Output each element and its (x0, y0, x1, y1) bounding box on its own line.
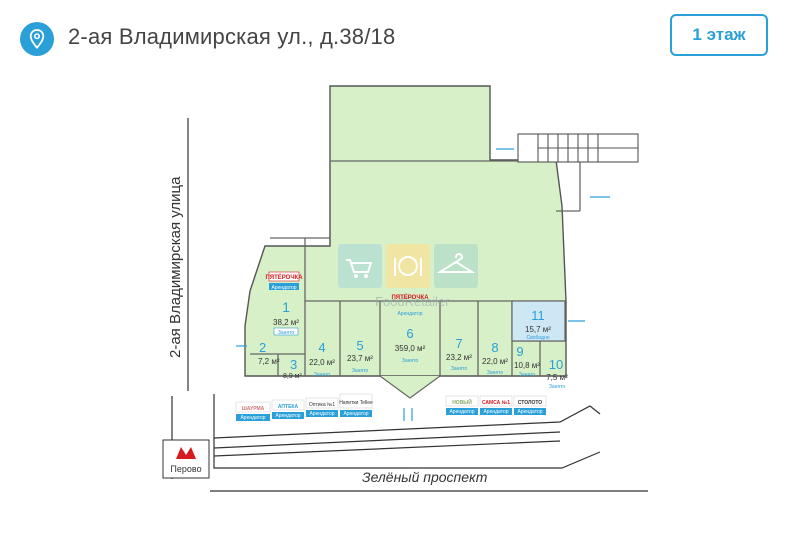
room-11-area[interactable] (511, 300, 566, 342)
metro-station-name: Перово (170, 464, 201, 474)
room-9-status: Занято (519, 372, 536, 378)
tenant-4-tag: Арендатор (449, 409, 474, 415)
room-10-status: Занято (549, 384, 566, 390)
room-8-status: Занято (487, 370, 504, 376)
room-6-brand-tag: Арендатор (397, 311, 422, 317)
tenant-5[interactable]: САМСА №1 Арендатор (479, 395, 513, 415)
tenant-3[interactable]: Напитки Tellee Арендатор (339, 393, 373, 417)
floor-plan: FoodRetailer ПЯТЁРОЧКА Арендатор 1 38,2 … (0, 76, 795, 528)
room-3[interactable]: 3 8,9 м² (283, 357, 302, 380)
food-plate-icon (386, 244, 430, 288)
room-2-number: 2 (259, 340, 266, 355)
room-7-number: 7 (455, 336, 462, 351)
room-10[interactable]: 10 7,5 м² Занято (546, 357, 568, 390)
location-pin-icon (20, 22, 54, 56)
room-1-number: 1 (282, 299, 290, 315)
room-11-area: 15,7 м² (525, 325, 551, 334)
stairs (517, 133, 639, 163)
tenant-2-tag: Арендатор (309, 411, 334, 417)
room-8[interactable]: 8 22,0 м² Занято (482, 340, 508, 376)
tenant-6-name: СТОЛОТО (518, 400, 543, 406)
metro-badge[interactable]: Перово (162, 439, 210, 479)
tenant-1-tag: Арендатор (275, 413, 300, 419)
room-11-status: Свободно (527, 335, 550, 341)
entrance-arrows (236, 148, 610, 421)
tenant-2-name: Оптика №1 (309, 402, 336, 408)
room-1[interactable]: ПЯТЁРОЧКА Арендатор 1 38,2 м² Занято (265, 271, 303, 336)
room-6-brand: ПЯТЁРОЧКА (391, 294, 429, 301)
room-5-number: 5 (356, 338, 363, 353)
room-7-status: Занято (451, 366, 468, 372)
header: 2-ая Владимирская ул., д.38/18 1 этаж (0, 0, 795, 76)
tenant-3-tag: Арендатор (343, 411, 368, 417)
room-3-area: 8,9 м² (283, 373, 302, 380)
room-8-number: 8 (491, 340, 498, 355)
watermark: FoodRetailer (375, 294, 450, 309)
room-2[interactable]: 2 7,2 м² (258, 340, 280, 366)
room-1-brand: ПЯТЁРОЧКА (265, 274, 303, 281)
room-5[interactable]: 5 23,7 м² Занято (347, 338, 373, 374)
room-4-status: Занято (314, 372, 331, 378)
metro-icon (176, 447, 196, 459)
tenant-6-tag: Арендатор (517, 409, 542, 415)
room-4-number: 4 (318, 340, 325, 355)
tenant-0-tag: Арендатор (240, 415, 265, 421)
clothes-hanger-icon (434, 244, 478, 288)
room-2-area: 7,2 м² (258, 357, 280, 366)
room-9-number: 9 (516, 344, 523, 359)
tenant-2[interactable]: Оптика №1 Арендатор (305, 397, 339, 417)
room-7[interactable]: 7 23,2 м² Занято (446, 336, 472, 372)
room-10-number: 10 (549, 357, 563, 372)
room-9-area: 10,8 м² (514, 361, 540, 370)
tenant-3-name: Напитки Tellee (339, 400, 373, 406)
room-5-status: Занято (352, 368, 369, 374)
room-1-area: 38,2 м² (273, 318, 299, 327)
room-3-number: 3 (290, 357, 297, 372)
room-6-number: 6 (406, 326, 413, 341)
tenant-4[interactable]: НОВЫЙ Арендатор (445, 395, 479, 415)
street-vertical-label: 2-ая Владимирская улица (167, 176, 184, 358)
category-icons (338, 244, 478, 288)
room-6-area: 359,0 м² (395, 344, 426, 353)
room-6-status: Занято (402, 358, 419, 364)
room-4-area: 22,0 м² (309, 358, 335, 367)
room-11[interactable]: 11 15,7 м² Свободно (525, 308, 551, 341)
room-1-brand-tag: Арендатор (271, 285, 296, 291)
room-1-status: Занято (278, 330, 295, 336)
tenant-1-name: АПТЕКА (278, 404, 299, 410)
tenant-4-name: НОВЫЙ (452, 398, 472, 406)
entrance (379, 375, 441, 399)
room-5-area: 23,7 м² (347, 354, 373, 363)
tenant-5-tag: Арендатор (483, 409, 508, 415)
room-4[interactable]: 4 22,0 м² Занято (309, 340, 335, 378)
street-horizontal-label: Зелёный проспект (362, 469, 488, 485)
tenant-1[interactable]: АПТЕКА Арендатор (271, 399, 305, 419)
room-7-area: 23,2 м² (446, 353, 472, 362)
floor-button[interactable]: 1 этаж (670, 14, 768, 56)
street-lines (171, 118, 648, 492)
room-9[interactable]: 9 10,8 м² Занято (514, 344, 540, 378)
room-8-area: 22,0 м² (482, 357, 508, 366)
shopping-cart-icon (338, 244, 382, 288)
tenant-5-name: САМСА №1 (482, 400, 510, 406)
room-6[interactable]: ПЯТЁРОЧКА Арендатор 6 359,0 м² Занято (391, 294, 429, 364)
tenant-0-name: ШАУРМА (242, 406, 265, 412)
tenant-0[interactable]: ШАУРМА Арендатор (235, 401, 271, 421)
room-10-area: 7,5 м² (546, 373, 568, 382)
tenant-6[interactable]: СТОЛОТО Арендатор (513, 395, 547, 415)
page-title: 2-ая Владимирская ул., д.38/18 (68, 24, 396, 49)
room-11-number: 11 (531, 308, 545, 323)
building (244, 85, 567, 377)
